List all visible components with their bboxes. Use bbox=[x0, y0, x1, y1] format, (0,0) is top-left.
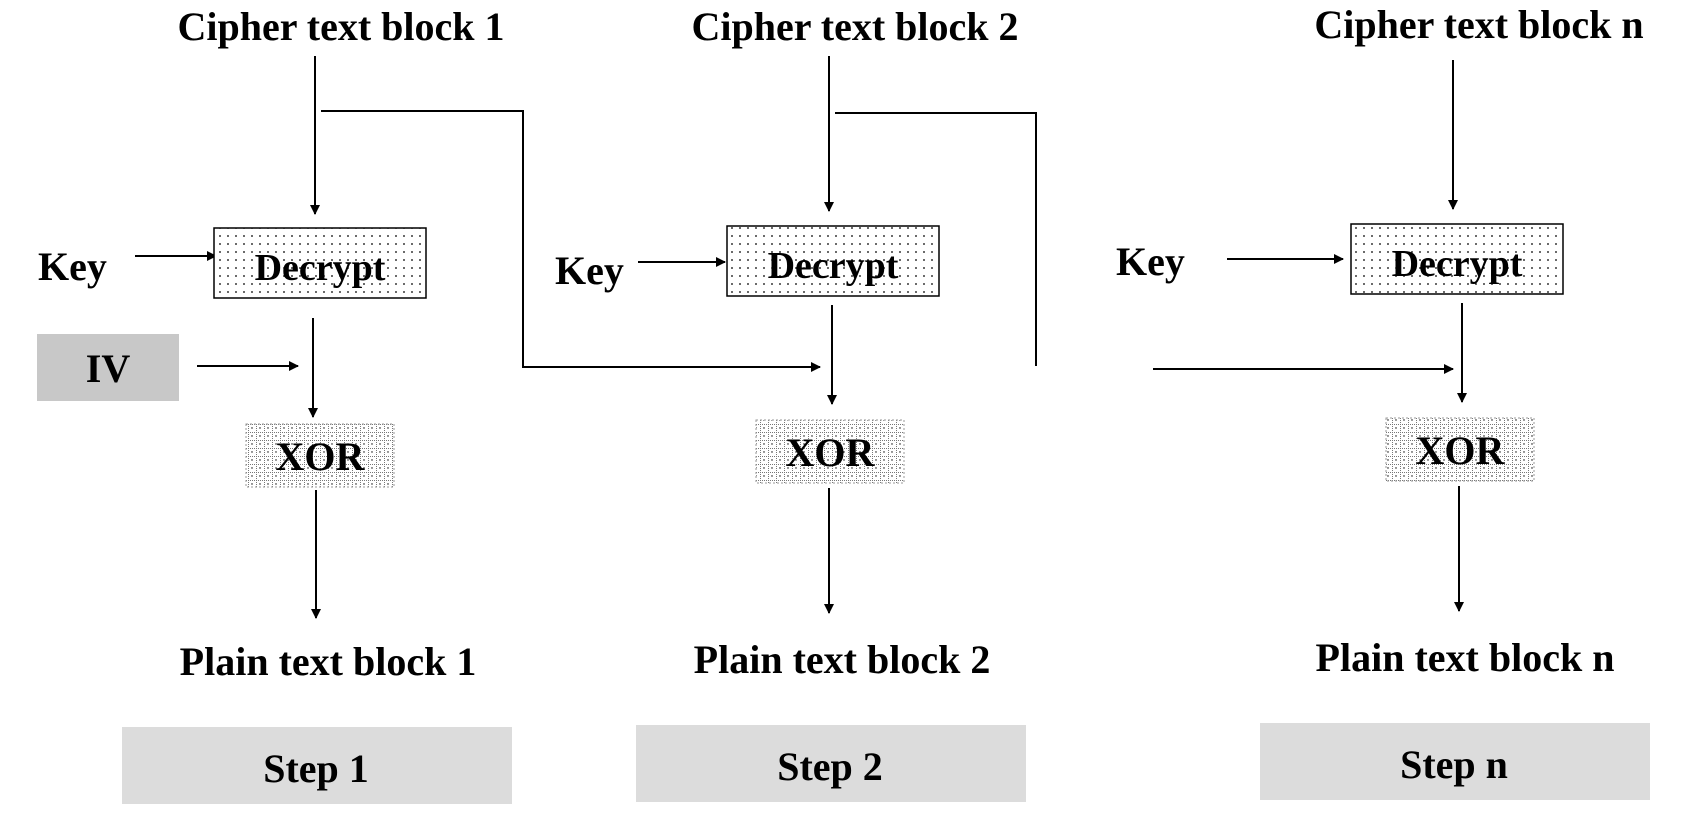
cipher-text-block-n-label: Cipher text block n bbox=[1314, 2, 1643, 47]
iv-label: IV bbox=[86, 346, 131, 391]
decrypt-label-2: Decrypt bbox=[768, 245, 899, 287]
cipher-text-block-2-label: Cipher text block 2 bbox=[691, 4, 1018, 49]
key-label-1: Key bbox=[38, 244, 107, 289]
step-1-label: Step 1 bbox=[263, 746, 369, 791]
step-2-box bbox=[636, 725, 1026, 802]
xor-label-1: XOR bbox=[276, 434, 366, 479]
xor-label-n: XOR bbox=[1416, 428, 1506, 473]
decrypt-label-1: Decrypt bbox=[255, 247, 386, 289]
decrypt-box-2 bbox=[726, 225, 940, 297]
cipher-text-block-1-label: Cipher text block 1 bbox=[177, 4, 504, 49]
cipher-2-chain-line bbox=[835, 112, 1037, 366]
xor-box-2 bbox=[755, 419, 905, 484]
step-2-group: Cipher text block 2 Key Decrypt XOR Plai… bbox=[555, 4, 1026, 802]
step-n-group: Cipher text block n Key Decrypt XOR Plai… bbox=[1116, 2, 1650, 800]
step-n-box bbox=[1260, 723, 1650, 800]
step-1-group: Cipher text block 1 Key Decrypt IV XOR P… bbox=[37, 4, 512, 804]
decrypt-box-1 bbox=[213, 227, 427, 299]
iv-box bbox=[37, 334, 179, 401]
plain-text-block-1-label: Plain text block 1 bbox=[180, 639, 477, 684]
step-2-label: Step 2 bbox=[777, 744, 883, 789]
cipher-1-chain-to-xor-2-arrow bbox=[321, 110, 821, 372]
xor-label-2: XOR bbox=[786, 430, 876, 475]
decrypt-label-n: Decrypt bbox=[1392, 243, 1523, 285]
step-1-box bbox=[122, 727, 512, 804]
xor-box-1 bbox=[245, 423, 395, 488]
key-label-2: Key bbox=[555, 248, 624, 293]
xor-box-n bbox=[1385, 417, 1535, 482]
decrypt-box-n bbox=[1350, 223, 1564, 295]
plain-text-block-2-label: Plain text block 2 bbox=[694, 637, 991, 682]
key-label-n: Key bbox=[1116, 239, 1185, 284]
step-n-label: Step n bbox=[1400, 742, 1508, 787]
plain-text-block-n-label: Plain text block n bbox=[1316, 635, 1615, 680]
